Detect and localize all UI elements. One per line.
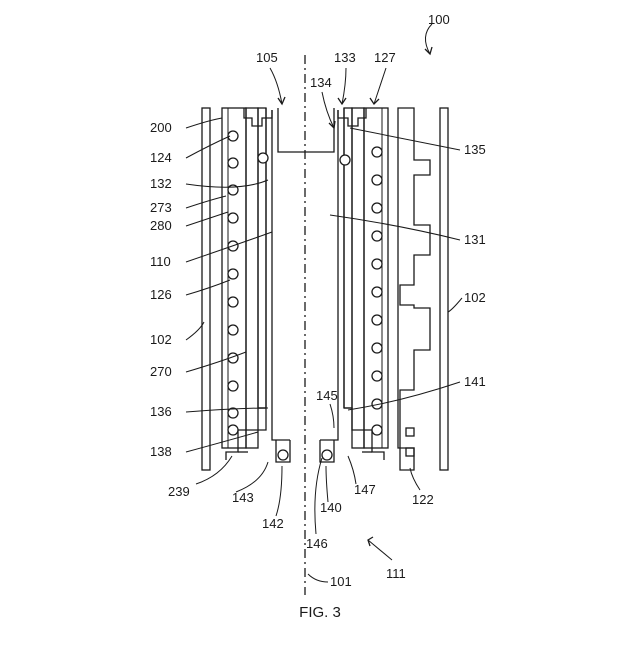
label-146: 146 <box>306 536 328 551</box>
label-102-left: 102 <box>150 332 172 347</box>
right-outer-wall <box>440 108 448 470</box>
label-131: 131 <box>464 232 486 247</box>
label-110: 110 <box>150 254 171 269</box>
label-280: 280 <box>150 218 172 233</box>
label-270: 270 <box>150 364 172 379</box>
figure-caption: FIG. 3 <box>0 604 640 621</box>
label-145: 145 <box>316 388 338 403</box>
label-126: 126 <box>150 287 172 302</box>
right-control-board <box>398 108 430 470</box>
reference-labels: 100 105 133 127 134 200 135 124 132 273 … <box>150 12 486 589</box>
label-138: 138 <box>150 444 172 459</box>
label-101: 101 <box>330 574 352 589</box>
label-122: 122 <box>412 492 434 507</box>
label-143: 143 <box>232 490 254 505</box>
inner-chamber <box>278 108 334 152</box>
label-200: 200 <box>150 120 172 135</box>
right-heating-coils <box>340 147 382 435</box>
label-133: 133 <box>334 50 356 65</box>
label-102-right: 102 <box>464 290 486 305</box>
label-136: 136 <box>150 404 172 419</box>
label-140: 140 <box>320 500 342 515</box>
label-127: 127 <box>374 50 396 65</box>
label-105: 105 <box>256 50 278 65</box>
label-100: 100 <box>428 12 450 27</box>
label-141: 141 <box>464 374 486 389</box>
label-142: 142 <box>262 516 284 531</box>
label-135: 135 <box>464 142 486 157</box>
label-239: 239 <box>168 484 190 499</box>
label-147: 147 <box>354 482 376 497</box>
label-111: 111 <box>386 566 406 581</box>
label-124: 124 <box>150 150 172 165</box>
label-132: 132 <box>150 176 172 191</box>
left-heating-coils <box>228 131 268 435</box>
label-134: 134 <box>310 75 332 90</box>
label-273: 273 <box>150 200 172 215</box>
